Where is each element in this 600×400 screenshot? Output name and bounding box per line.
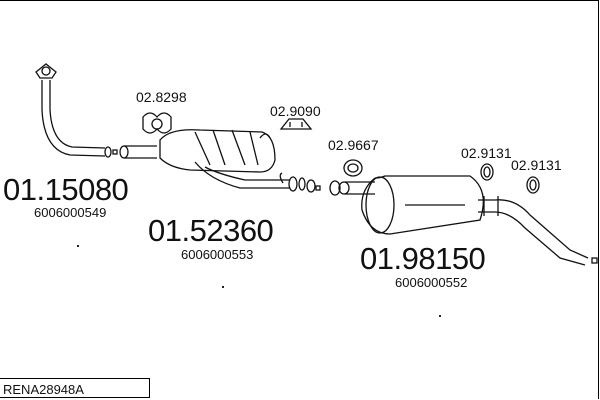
ring-02-9131-a-drawing: [480, 163, 494, 181]
part-number: 01.15080: [3, 172, 129, 207]
accessory-number: 02.9131: [511, 157, 562, 173]
front-pipe-drawing: [35, 63, 157, 159]
ring-02-9667-drawing: [343, 159, 363, 177]
middle-muffler-drawing: [159, 129, 321, 193]
accessory-number: 02.8298: [136, 89, 187, 105]
part-number: 01.98150: [360, 241, 486, 276]
oem-number: 6006000552: [395, 275, 468, 290]
oem-number: 6006000549: [34, 205, 107, 220]
clamp-02-8298-drawing: [142, 112, 172, 134]
part-number: 01.52360: [148, 213, 274, 248]
rear-muffler-drawing: [329, 175, 598, 266]
oem-number: 6006000553: [181, 247, 254, 262]
dot-mark: [439, 315, 441, 317]
ring-02-9131-b-drawing: [526, 176, 540, 194]
accessory-number: 02.9131: [461, 145, 512, 161]
reference-label: RENA28948A: [0, 378, 150, 398]
accessory-number: 02.9090: [270, 103, 321, 119]
dot-mark: [77, 245, 79, 247]
dot-mark: [222, 286, 224, 288]
hanger-02-9090-drawing: [279, 118, 313, 130]
accessory-number: 02.9667: [328, 137, 379, 153]
